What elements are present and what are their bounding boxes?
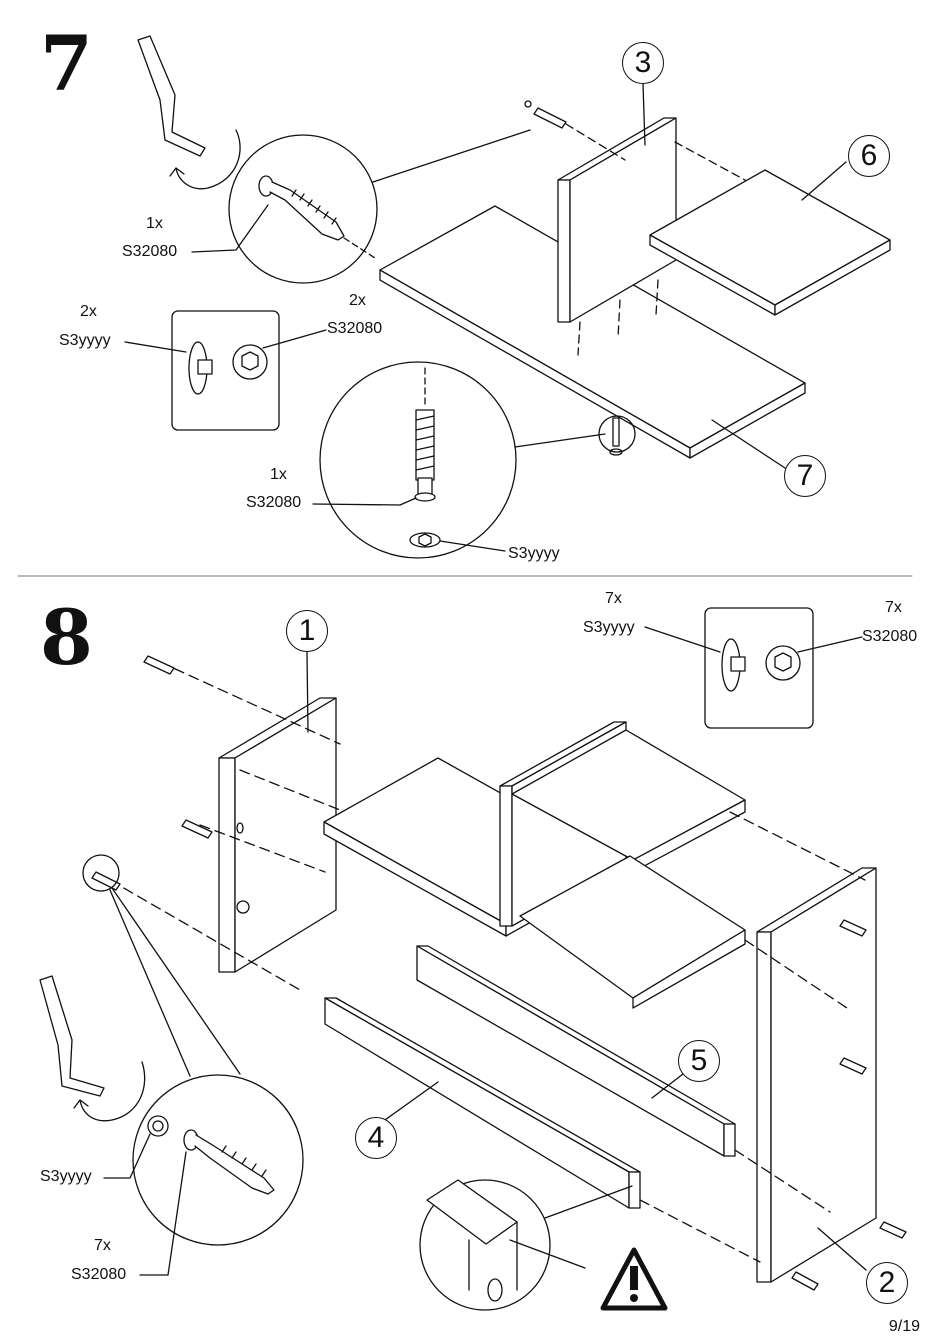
part-number-5: 5 [678, 1040, 720, 1082]
hardware-qty: 2x [80, 303, 97, 320]
hardware-code: S32080 [246, 494, 302, 511]
hardware-qty: 1x [270, 466, 287, 483]
screw-icon [524, 100, 567, 129]
hardware-code: S32080 [327, 320, 383, 337]
top-shelf-assembly [323, 721, 746, 1009]
part-number-4: 4 [355, 1117, 397, 1159]
panel-1 [218, 697, 337, 973]
step-number: 8 [40, 593, 93, 682]
rail-5 [416, 945, 736, 1157]
part-number-1: 1 [286, 610, 328, 652]
part-number-6: 6 [848, 135, 890, 177]
hardware-qty: 7x [94, 1237, 111, 1254]
allen-key-icon [137, 35, 241, 190]
hardware-code: S3yyyy [40, 1168, 92, 1185]
panel-6 [649, 169, 891, 316]
panel-7 [379, 205, 806, 459]
cam-lock-icon-2 [721, 638, 746, 692]
cam-lock-box-2 [704, 607, 814, 729]
panel-3 [557, 117, 677, 323]
cam-nut-icon [232, 344, 268, 380]
hardware-code: S3yyyy [583, 619, 635, 636]
rail-4 [324, 997, 641, 1209]
hardware-code: S32080 [862, 628, 918, 645]
cam-nut-icon-2 [765, 645, 801, 681]
dowel-bolt-icon [414, 367, 436, 502]
hardware-qty: 1x [146, 215, 163, 232]
nut-icon [409, 532, 441, 548]
warning-icon [600, 1247, 668, 1311]
cam-lock-box [171, 310, 280, 431]
hardware-qty: 7x [605, 590, 622, 607]
part-number-3: 3 [622, 42, 664, 84]
cam-lock-icon [188, 341, 213, 395]
page-number: 9/19 [888, 1318, 920, 1335]
panel-edge-detail [426, 1179, 586, 1302]
screw-icon-left [91, 655, 213, 891]
allen-key-icon-2 [39, 975, 146, 1122]
cam-bolt-icon [258, 175, 376, 259]
cam-bolt-icon-2 [183, 1129, 275, 1195]
screw-icon-right [791, 919, 907, 1291]
hardware-code: S32080 [71, 1266, 127, 1283]
cam-nut-icon-3 [147, 1115, 169, 1137]
hardware-qty: 2x [349, 292, 366, 309]
step-number: 7 [40, 19, 93, 108]
hardware-code: S3yyyy [508, 545, 560, 562]
hardware-code: S3yyyy [59, 332, 111, 349]
part-number-7: 7 [784, 455, 826, 497]
hardware-qty: 7x [885, 599, 902, 616]
panel-2 [756, 867, 877, 1283]
bolt-upright-icon [609, 417, 623, 456]
part-number-2: 2 [866, 1262, 908, 1304]
hardware-code: S32080 [122, 243, 178, 260]
